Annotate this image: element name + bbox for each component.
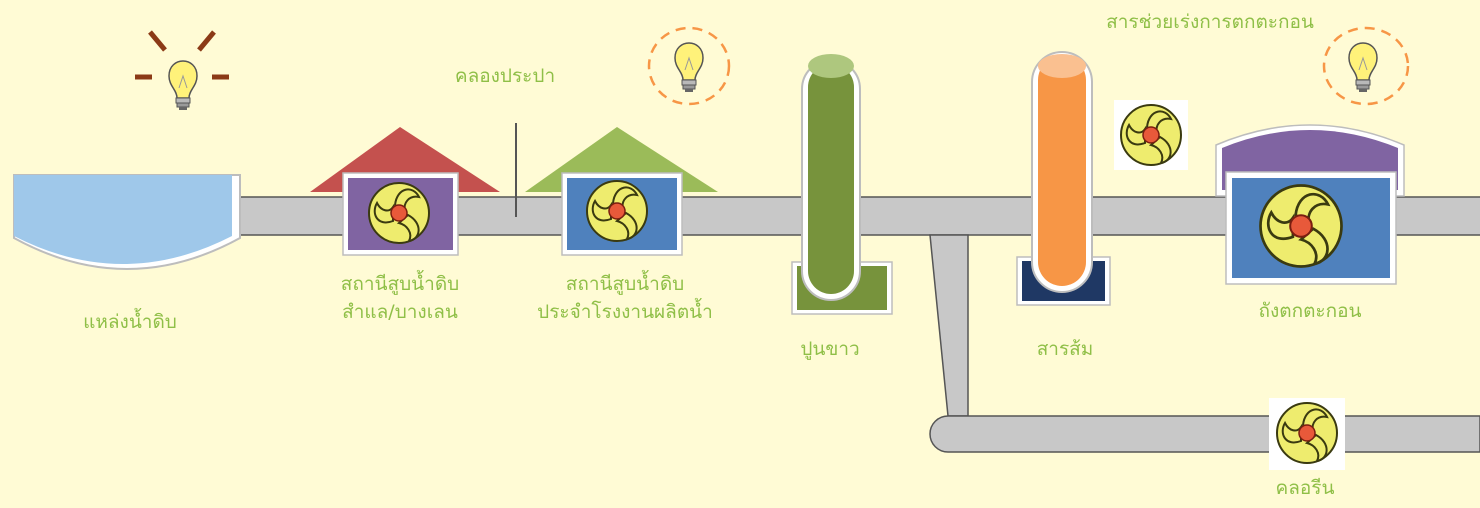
lightbulb-icon bbox=[647, 26, 731, 106]
coagulant-aid-pump bbox=[1114, 100, 1188, 170]
label-raw-water-source: แหล่งน้ำดิบ bbox=[83, 311, 177, 333]
label-alum: สารส้ม bbox=[1036, 338, 1094, 360]
label-pump-station-plant: สถานีสูบน้ำดิบ ประจำโรงงานผลิตน้ำ bbox=[537, 273, 713, 323]
label-lime: ปูนขาว bbox=[800, 338, 860, 360]
label-sedimentation-tank: ถังตกตะกอน bbox=[1258, 300, 1362, 322]
lightbulb-icon bbox=[1322, 26, 1410, 106]
chlorine-pump bbox=[1269, 398, 1345, 470]
pump-station-samlae bbox=[310, 127, 500, 256]
alum-tank bbox=[1016, 51, 1111, 306]
sedimentation-tank bbox=[1215, 124, 1405, 285]
lightbulb-icon bbox=[135, 30, 229, 111]
label-pump-station-samlae: สถานีสูบน้ำดิบ สำแล/บางเลน bbox=[340, 273, 460, 323]
label-canal: คลองประปา bbox=[454, 65, 556, 87]
lime-tank bbox=[791, 54, 893, 315]
label-coagulant-aid: สารช่วยเร่งการตกตะกอน bbox=[1106, 11, 1314, 33]
pump-icon bbox=[368, 182, 430, 244]
raw-water-reservoir bbox=[13, 174, 241, 270]
label-chlorine: คลอรีน bbox=[1275, 477, 1335, 499]
pump-station-plant bbox=[525, 127, 718, 256]
pump-icon bbox=[586, 180, 648, 242]
